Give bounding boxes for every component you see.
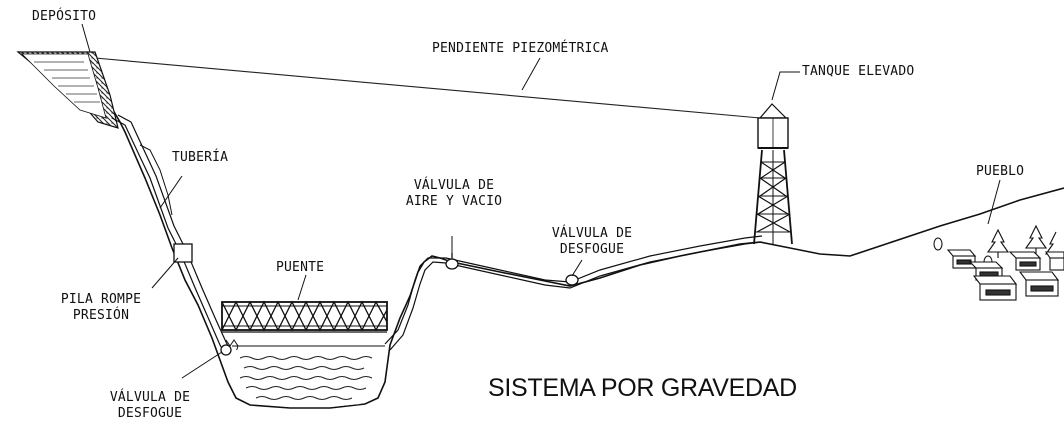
tree [986, 228, 1010, 258]
label-pendiente-piezometrica: PENDIENTE PIEZOMÉTRICA [432, 41, 609, 56]
label-valvula-aire-line2: AIRE Y VACIO [405, 194, 503, 209]
break-pressure-box [173, 243, 193, 263]
hydraulic-grade-line [94, 57, 761, 119]
river [226, 350, 382, 407]
house [972, 275, 1018, 301]
label-valvula-desfogue-line1: VÁLVULA DE [551, 226, 633, 241]
tree [1044, 231, 1064, 255]
town [933, 224, 1064, 301]
reservoir [16, 51, 119, 129]
elevated-tank [753, 103, 793, 245]
label-pila-line1: PILA ROMPE [60, 292, 142, 307]
label-tanque-elevado: TANQUE ELEVADO [802, 64, 915, 79]
label-valvula-desfogue-line2: DESFOGUE [559, 242, 625, 257]
label-valvula-baja-line2: DESFOGUE [117, 406, 183, 421]
label-valvula-aire: VÁLVULA DE AIRE Y VACIO [388, 178, 520, 210]
label-valvula-aire-line1: VÁLVULA DE [413, 178, 495, 193]
label-pueblo: PUEBLO [976, 164, 1025, 179]
label-tuberia: TUBERÍA [172, 150, 229, 165]
label-deposito: DEPÓSITO [32, 9, 97, 24]
diagram-title: SISTEMA POR GRAVEDAD [488, 374, 797, 402]
label-valvula-desfogue: VÁLVULA DE DESFOGUE [532, 226, 652, 258]
label-puente: PUENTE [276, 260, 325, 275]
house [1044, 251, 1064, 271]
house [1008, 251, 1042, 271]
drain-valve [565, 274, 579, 286]
tree [1024, 224, 1048, 254]
low-drain-valve [220, 344, 232, 356]
house [1018, 271, 1060, 297]
label-valvula-desfogue-baja: VÁLVULA DE DESFOGUE [102, 390, 198, 422]
label-pila-line2: PRESIÓN [72, 308, 130, 323]
air-vacuum-valve [445, 253, 459, 270]
house [946, 249, 977, 269]
label-valvula-baja-line1: VÁLVULA DE [109, 390, 191, 405]
label-pila-rompe-presion: PILA ROMPE PRESIÓN [42, 292, 160, 324]
leader-lines [81, 23, 1001, 379]
truss-bridge [221, 300, 388, 333]
